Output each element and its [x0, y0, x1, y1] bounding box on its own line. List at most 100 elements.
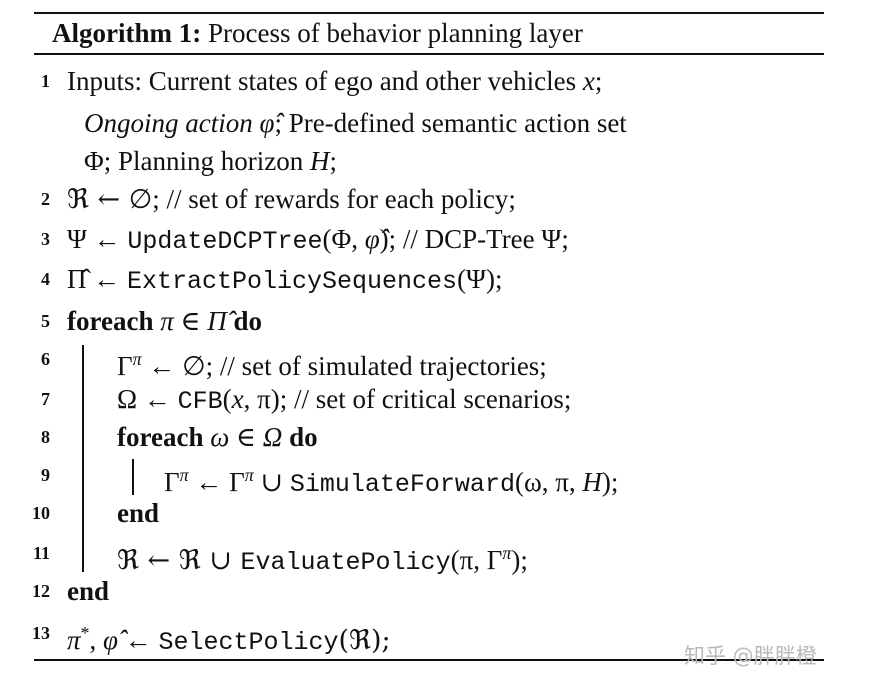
line-text: Π̂ ← ExtractPolicySequences(Ψ);: [67, 262, 502, 299]
outer-loop-bar: [82, 345, 84, 572]
line-text: ℜ ← ∅; // set of rewards for each policy…: [67, 182, 516, 217]
function-name: CFB: [177, 387, 223, 416]
line-text: Γπ ← ∅; // set of simulated trajectories…: [117, 342, 547, 383]
line-text: Ongoing action φ̂; Pre-defined semantic …: [84, 106, 627, 140]
line-number: 5: [41, 311, 50, 331]
function-name: UpdateDCPTree: [127, 227, 323, 256]
line-text-segment: ; Planning horizon: [103, 146, 310, 176]
math-expression: (ℜ);: [338, 625, 391, 656]
keyword-foreach: foreach: [117, 422, 204, 452]
math-expression: ,: [89, 625, 104, 655]
math-expression: Ψ ←: [67, 224, 128, 254]
line-text-segment: Inputs: Current states of ego and other …: [67, 66, 583, 96]
math-symbol: Γ: [164, 467, 180, 497]
algorithm-line-1-cont-a: Ongoing action φ̂; Pre-defined semantic …: [0, 106, 860, 140]
math-expression: Π̂ ←: [67, 264, 127, 294]
math-variable: x: [582, 66, 595, 96]
line-text-segment: [253, 108, 260, 138]
math-expression: (Ψ);: [457, 264, 503, 294]
algorithm-line-12: 12 end: [0, 574, 860, 608]
line-text: Γπ ← Γπ ∪ SimulateForward(ω, π, H);: [164, 458, 618, 502]
math-expression: ℜ ← ℜ ∪: [117, 545, 241, 576]
line-text-segment: ; Pre-defined semantic action set: [274, 108, 627, 138]
math-variable: x: [231, 384, 244, 414]
line-text: foreach ω ∈ Ω do: [117, 420, 318, 454]
keyword-do: do: [233, 306, 263, 336]
line-number: 7: [41, 389, 50, 409]
function-name: SimulateForward: [289, 470, 515, 499]
line-text: foreach π ∈ Π̂ do: [67, 304, 262, 338]
line-number: 2: [41, 189, 50, 209]
algorithm-line-8: 8 foreach ω ∈ Ω do: [0, 420, 860, 454]
math-expression: π ∈ Π̂: [153, 306, 234, 336]
line-text: Inputs: Current states of ego and other …: [67, 64, 602, 98]
line-text-segment: ;: [594, 66, 603, 96]
line-text: ℜ ← ℜ ∪ EvaluatePolicy(π, Γπ);: [117, 536, 528, 580]
line-number: 13: [32, 623, 50, 643]
math-expression: ℜ ← ∅: [67, 184, 153, 215]
math-variable: π: [67, 625, 81, 655]
line-text: Φ; Planning horizon H;: [84, 144, 337, 178]
math-expression: (ω, π,: [514, 467, 583, 497]
line-text: Ψ ← UpdateDCPTree(Φ, φ̂); // DCP-Tree Ψ;: [67, 222, 569, 259]
function-name: SelectPolicy: [158, 628, 339, 657]
math-superscript: π: [502, 543, 512, 563]
math-expression: (: [222, 384, 232, 414]
math-variable: H: [582, 467, 602, 497]
math-superscript: π: [132, 349, 142, 369]
algorithm-line-2: 2 ℜ ← ∅; // set of rewards for each poli…: [0, 182, 860, 216]
math-superscript: π: [179, 465, 189, 485]
math-expression: ← Γ: [188, 467, 245, 497]
algorithm-line-13: 13 π*, φ̂ ← SelectPolicy(ℜ);: [0, 616, 860, 657]
math-expression: ω ∈ Ω: [203, 422, 290, 452]
algorithm-label: Algorithm 1:: [52, 18, 202, 48]
algorithm-line-4: 4 Π̂ ← ExtractPolicySequences(Ψ);: [0, 262, 860, 296]
algorithm-line-10: 10 end: [0, 496, 860, 530]
caption-rule: [34, 53, 824, 55]
algorithm-line-1: 1 Inputs: Current states of ego and othe…: [0, 64, 860, 98]
line-number: 11: [32, 543, 50, 563]
keyword-do: do: [289, 422, 318, 452]
line-number: 1: [41, 71, 50, 91]
math-expression: Ω ←: [117, 384, 178, 414]
line-number: 3: [41, 229, 50, 249]
keyword-end: end: [67, 576, 110, 606]
algorithm-line-1-cont-b: Φ; Planning horizon H;: [0, 144, 860, 178]
math-expression: (π, Γ: [450, 545, 503, 575]
math-expression: (Φ,: [322, 224, 365, 254]
math-expression: );: [511, 545, 528, 575]
line-number: 10: [32, 503, 50, 523]
line-text: Ω ← CFB(x, π); // set of critical scenar…: [117, 382, 571, 419]
algorithm-line-3: 3 Ψ ← UpdateDCPTree(Φ, φ̂); // DCP-Tree …: [0, 222, 860, 256]
math-variable: H: [309, 146, 330, 176]
algorithm-line-7: 7 Ω ← CFB(x, π); // set of critical scen…: [0, 382, 860, 416]
math-symbol: Γ: [117, 351, 133, 381]
function-name: EvaluatePolicy: [240, 548, 451, 577]
math-superscript: *: [80, 623, 90, 643]
math-expression: ∪: [253, 467, 290, 497]
function-name: ExtractPolicySequences: [127, 267, 458, 296]
algorithm-line-11: 11 ℜ ← ℜ ∪ EvaluatePolicy(π, Γπ);: [0, 536, 860, 577]
line-number: 6: [41, 349, 50, 369]
top-rule: [34, 12, 824, 14]
line-number: 4: [41, 269, 50, 289]
math-expression: ←: [117, 625, 159, 655]
math-symbol: Φ: [84, 146, 104, 176]
math-superscript: π: [244, 465, 254, 485]
comment-text: ← ∅; // set of simulated trajectories;: [141, 351, 547, 381]
algorithm-title: Process of behavior planning layer: [207, 18, 583, 48]
watermark-text: 知乎 @胖胖橙: [684, 644, 817, 668]
line-number: 12: [32, 581, 50, 601]
comment-text: ); // DCP-Tree Ψ;: [379, 224, 569, 254]
comment-text: ; // set of rewards for each policy;: [152, 184, 516, 214]
math-variable: φ̂: [259, 108, 275, 138]
algorithm-caption: Algorithm 1: Process of behavior plannin…: [52, 17, 583, 49]
line-number: 8: [41, 427, 50, 447]
line-text-segment: ;: [329, 146, 337, 176]
comment-text: , π); // set of critical scenarios;: [243, 384, 572, 414]
bottom-rule: [34, 659, 824, 661]
line-text: π*, φ̂ ← SelectPolicy(ℜ);: [67, 616, 391, 660]
math-variable: φ̂: [103, 625, 118, 655]
line-number: 9: [41, 465, 50, 485]
